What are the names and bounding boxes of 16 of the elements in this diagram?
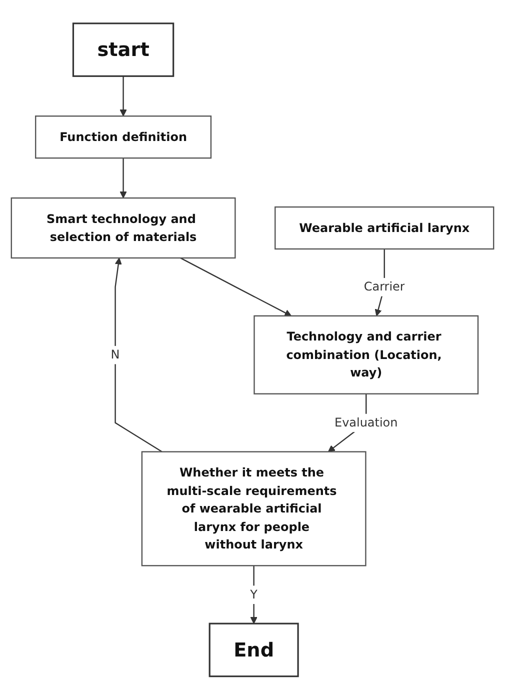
arrow	[120, 158, 127, 198]
arrow	[180, 258, 292, 316]
arrow	[250, 566, 258, 624]
node-box: End	[208, 622, 299, 678]
node-box: Smart technology and selection of materials	[10, 198, 236, 259]
node-box: Wearable artificial larynx	[274, 206, 494, 250]
arrow	[120, 76, 127, 117]
node-box: start	[72, 22, 174, 78]
node-box: Function definition	[35, 116, 212, 159]
arrow	[114, 258, 162, 452]
node-box: Technology and carrier combination (Location, way)	[254, 315, 479, 395]
edge-label: Y	[250, 587, 258, 602]
edge-label: N	[110, 348, 120, 362]
edge-label: Evaluation	[334, 416, 398, 430]
edge-label: Carrier	[364, 280, 405, 294]
node-box: Whether it meets the multi-scale requirements of wearable artificial larynx for people without larynx	[141, 451, 366, 566]
